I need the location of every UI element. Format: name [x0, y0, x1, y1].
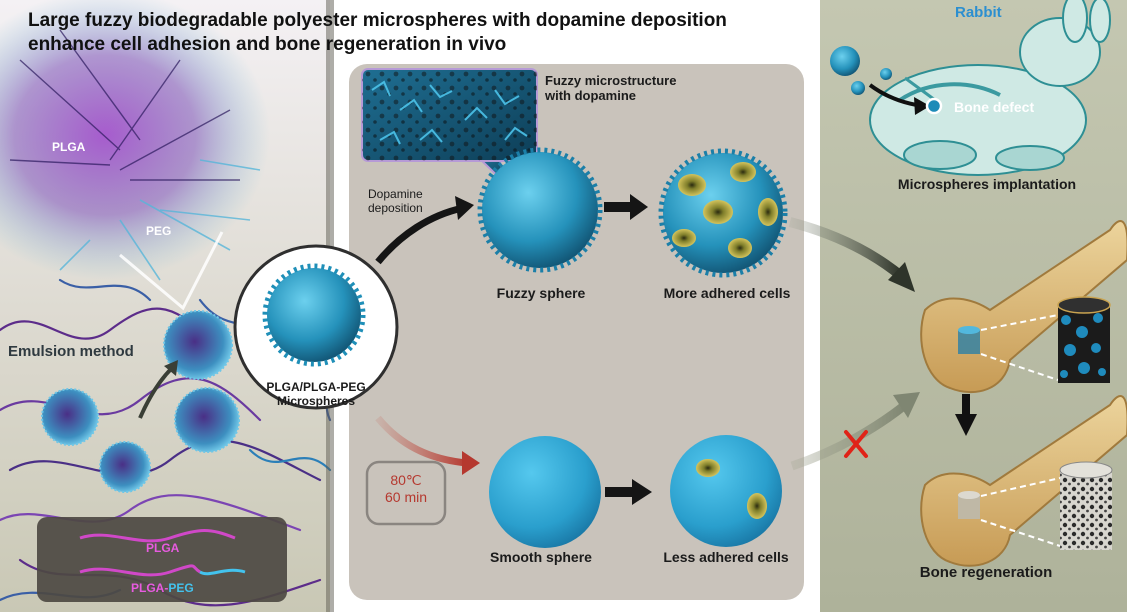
microspheres-label: PLGA/PLGA-PEG Microspheres [266, 380, 365, 408]
figure-title: Large fuzzy biodegradable polyester micr… [28, 9, 727, 57]
legend-plga-peg-part1: PLGA- [131, 581, 169, 595]
less-cells-sphere [670, 435, 782, 547]
less-cells-label: Less adhered cells [663, 549, 789, 565]
fuzzy-microstructure-label: Fuzzy microstructure with dopamine [545, 73, 676, 103]
microspheres-label-line-1: PLGA/PLGA-PEG [266, 380, 366, 394]
bone-regeneration-label: Bone regeneration [919, 564, 1053, 581]
peg-label: PEG [146, 224, 172, 238]
heating-condition-box [365, 460, 447, 526]
bone-defect-marker [925, 97, 943, 115]
more-cells-label: More adhered cells [663, 285, 791, 301]
dopamine-deposition-label: Dopamine deposition [368, 187, 423, 215]
plga-label: PLGA [52, 140, 86, 154]
regenerated-bone [920, 395, 1127, 567]
micelle-spheres [41, 310, 240, 493]
legend-plga-peg: PLGA-PEG [131, 581, 194, 595]
dopamine-label-line-2: deposition [368, 201, 423, 215]
fuzzy-sphere-label: Fuzzy sphere [496, 285, 586, 301]
title-line-1: Large fuzzy biodegradable polyester micr… [28, 10, 727, 31]
arrow-fuzzy-to-cells [630, 194, 648, 220]
legend-plga: PLGA [146, 541, 180, 555]
rabbit-illustration [869, 0, 1111, 176]
smooth-sphere [489, 436, 601, 548]
fuzzy-sphere [482, 152, 598, 268]
bone-defect-label: Bone defect [954, 99, 1035, 115]
emulsion-method-label: Emulsion method [8, 343, 134, 360]
smooth-sphere-label: Smooth sphere [490, 549, 592, 565]
title-line-2: enhance cell adhesion and bone regenerat… [28, 34, 507, 55]
arrow-no-regeneration [893, 392, 920, 418]
legend-box [37, 517, 287, 602]
adhered-cells [672, 162, 778, 258]
arrow-smooth-to-cells [632, 479, 652, 505]
implantation-label: Microspheres implantation [897, 176, 1077, 192]
bone-with-microspheres [920, 220, 1127, 394]
red-x-mark [844, 430, 868, 458]
heating-temperature: 80℃ [390, 472, 422, 488]
heating-condition-label: 80℃ 60 min [385, 472, 427, 506]
scaffold-cylinder-regenerated [1060, 470, 1112, 550]
heating-arrow [462, 451, 480, 475]
rabbit-label: Rabbit [955, 4, 1002, 21]
arrow-to-regeneration [888, 262, 915, 292]
legend-plga-peg-part2: PEG [168, 581, 194, 595]
microspheres-label-line-2: Microspheres [276, 394, 356, 408]
dopamine-label-line-1: Dopamine [368, 187, 423, 201]
dopamine-arrow [455, 196, 474, 220]
fuzzy-micro-line-2: with dopamine [545, 88, 636, 103]
arrow-down-regeneration [955, 414, 977, 436]
heating-time: 60 min [384, 489, 428, 505]
fuzzy-micro-line-1: Fuzzy microstructure [545, 73, 677, 88]
plga-peg-chain-cluster [0, 0, 270, 280]
